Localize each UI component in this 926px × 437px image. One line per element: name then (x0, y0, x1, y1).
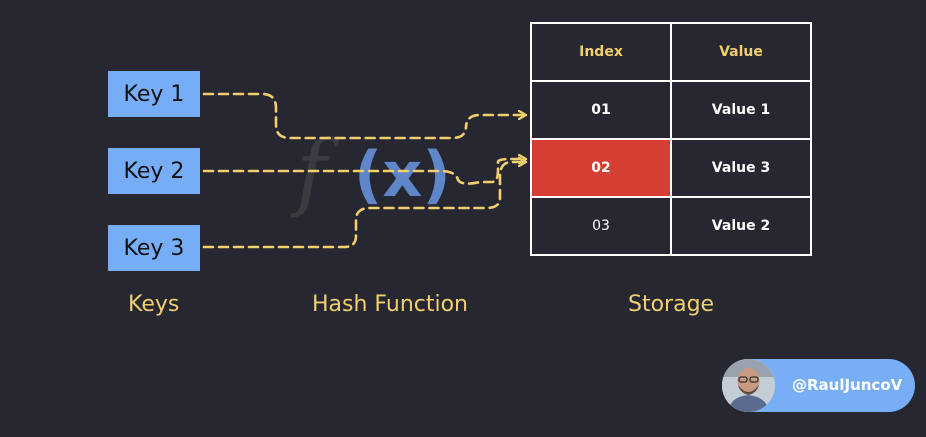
value-cell: Value 2 (670, 196, 812, 256)
key-1-box: Key 1 (108, 71, 200, 117)
key-3-box: Key 3 (108, 225, 200, 271)
storage-row-highlighted: 02 Value 3 (530, 138, 812, 198)
storage-row: 03 Value 2 (530, 196, 812, 256)
storage-header-row: Index Value (530, 22, 812, 82)
value-cell: Value 1 (670, 80, 812, 140)
author-handle: @RaulJuncoV (792, 376, 903, 394)
keys-caption: Keys (128, 292, 180, 317)
x-args-glyph: (x) (354, 138, 451, 211)
storage-row: 01 Value 1 (530, 80, 812, 140)
index-cell: 01 (530, 80, 672, 140)
index-cell: 03 (530, 196, 672, 256)
index-column-header: Index (530, 22, 672, 82)
hash-function-caption: Hash Function (312, 292, 468, 317)
author-badge[interactable]: @RaulJuncoV (722, 359, 915, 412)
value-cell: Value 3 (670, 138, 812, 198)
person-avatar-icon (722, 359, 775, 412)
avatar (722, 359, 775, 412)
key-2-to-index-03-arrow (202, 159, 528, 185)
key-3-to-index-02-arrow (202, 162, 528, 249)
value-column-header: Value (670, 22, 812, 82)
key-2-label: Key 2 (123, 158, 185, 184)
index-cell-highlighted: 02 (530, 138, 672, 198)
storage-table: Index Value 01 Value 1 02 Value 3 03 Val… (530, 22, 812, 256)
key-1-label: Key 1 (123, 81, 185, 107)
storage-caption: Storage (628, 292, 715, 317)
key-3-label: Key 3 (123, 235, 185, 261)
key-1-to-index-01-arrow (202, 92, 528, 140)
key-2-box: Key 2 (108, 148, 200, 194)
